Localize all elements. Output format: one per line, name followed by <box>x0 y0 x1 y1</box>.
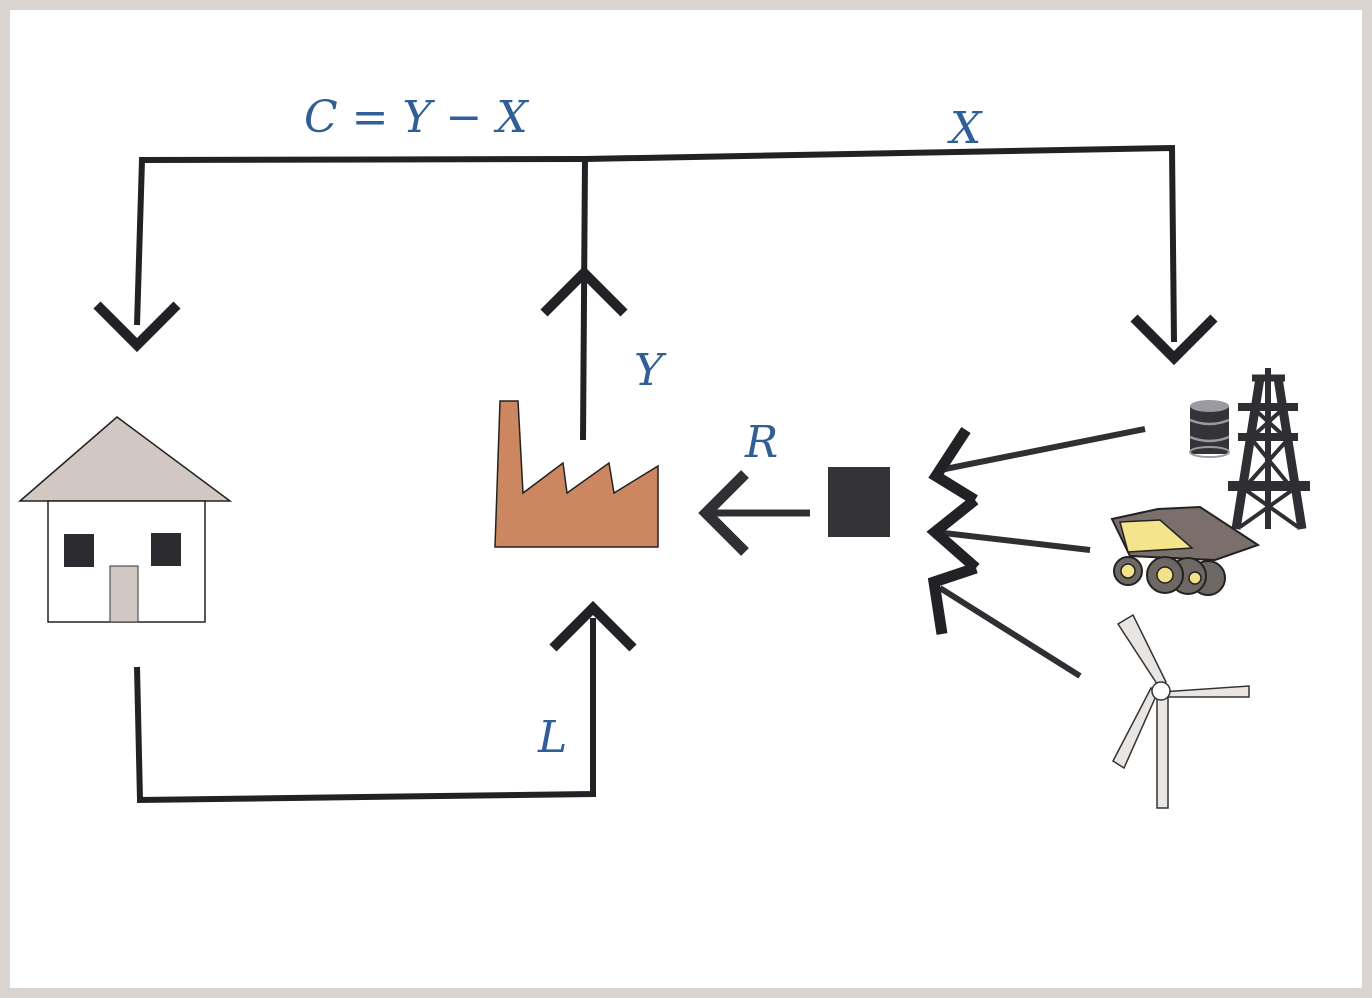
house-door <box>109 565 139 623</box>
resource-block-icon <box>828 467 890 537</box>
mining-truck-icon <box>1110 505 1261 596</box>
arrow-down-to-resources <box>1130 314 1218 366</box>
arrow-left-resources <box>698 470 749 556</box>
investment-flow-line <box>584 144 1177 343</box>
oil-barrel-icon <box>1189 400 1230 458</box>
arrow-down-to-house <box>93 301 181 353</box>
oil-source-line <box>939 426 1146 473</box>
house-icon <box>17 416 233 623</box>
mining-source-line <box>934 529 1091 553</box>
labor-label: L <box>538 712 568 763</box>
labor-flow-line <box>134 618 596 804</box>
house-window-right <box>151 533 181 566</box>
consumption-flow-line <box>134 156 586 326</box>
consumption-label: C = Y − X <box>304 92 528 143</box>
arrow-from-mining <box>926 495 980 573</box>
investment-label: X <box>950 103 982 154</box>
wind-source-line <box>938 585 1082 679</box>
arrow-up-labor <box>549 600 637 652</box>
resources-label: R <box>745 417 779 468</box>
output-flow-line <box>580 158 588 441</box>
house-window-left <box>64 534 94 567</box>
arrow-from-wind <box>927 562 978 635</box>
wind-turbine-icon <box>1112 613 1250 809</box>
arrow-up-output <box>540 265 628 317</box>
arrow-from-oil <box>928 426 978 505</box>
factory-icon <box>494 400 659 548</box>
oil-derrick-icon <box>1228 368 1310 530</box>
output-label: Y <box>634 345 664 396</box>
